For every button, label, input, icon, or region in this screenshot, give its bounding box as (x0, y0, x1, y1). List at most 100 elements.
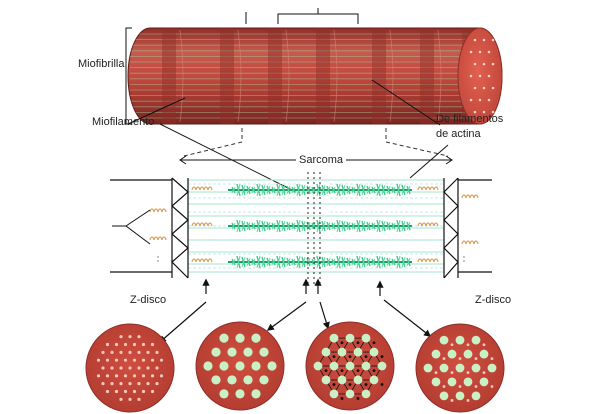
myofibril-stripes (130, 28, 500, 124)
myofibril-band (220, 28, 234, 124)
zoom-dashed-lines (183, 128, 449, 157)
myosin-dot (251, 361, 261, 371)
myosin-head (281, 220, 286, 232)
overlap-myosin-dot (337, 375, 347, 385)
overlap-myosin-dot (329, 333, 339, 343)
overlap-myosin-dot (447, 349, 457, 359)
z-disc-left (110, 177, 189, 279)
actin-dot (114, 358, 119, 362)
myosin-head (331, 258, 336, 266)
overlap-myosin-dot (439, 363, 449, 373)
myofibril-band-line (389, 29, 394, 123)
overlap-myosin-dot (313, 361, 323, 371)
myosin-head (396, 219, 401, 233)
myosin-head (371, 222, 376, 230)
overlap-actin-dot (340, 369, 344, 372)
myosin-dot (267, 361, 277, 371)
myosin-dot (211, 375, 221, 385)
myosin-dot (219, 389, 229, 399)
cross-section-arrows (158, 299, 432, 343)
overlap-myosin-dot (471, 335, 481, 345)
actin-dot (137, 382, 141, 386)
myosin-head (321, 220, 326, 232)
actin-dot (123, 389, 128, 394)
myosin-head (386, 185, 391, 195)
myofibril-end-dot (482, 86, 486, 90)
overlap-actin-dot (332, 383, 336, 386)
actin-dot (159, 374, 164, 378)
myosin-head (361, 220, 366, 232)
myosin-head (331, 186, 336, 194)
overlap-myosin-dot (361, 333, 371, 343)
myosin-head (266, 185, 271, 195)
myosin-head (361, 184, 366, 196)
myosin-dot (219, 333, 229, 343)
actin-dot (159, 358, 164, 362)
myosin-head (381, 220, 386, 232)
actin-dot (155, 382, 159, 386)
overlap-myosin-dot (361, 361, 371, 371)
actin-dot (150, 389, 155, 394)
myosin-head (231, 222, 236, 230)
overlap-myosin-dot (439, 335, 449, 345)
overlap-actin-dot (490, 357, 494, 361)
myosin-head (321, 256, 326, 268)
actin-dot (128, 366, 132, 370)
myosin-head (266, 257, 271, 267)
myosin-head (336, 219, 341, 233)
overlap-actin-dot (434, 371, 438, 374)
titin-spring (191, 222, 213, 227)
overlap-myosin-dot (377, 361, 387, 371)
titin-spring (149, 208, 167, 213)
actin-dot (132, 358, 137, 362)
actin-dot (105, 389, 110, 394)
actin-dot (123, 342, 128, 347)
overlap-actin-dot (466, 399, 470, 402)
myosin-head (391, 186, 396, 194)
myofibril-end-dots (469, 38, 495, 114)
myosin-head (246, 221, 251, 231)
actin-dot (155, 366, 159, 370)
myofibril-band (316, 28, 330, 124)
titin-spring (417, 222, 439, 227)
overlap-myosin-dot (345, 333, 355, 343)
myosin-head (386, 221, 391, 231)
myosin-head (271, 222, 276, 230)
overlap-myosin-dot (369, 375, 379, 385)
myofibril-end-dot (482, 38, 486, 42)
actin-dot (150, 342, 155, 347)
myosin-head (231, 186, 236, 194)
overlap-myosin-dot (455, 391, 465, 401)
myosin-head (261, 220, 266, 232)
overlap-actin-dot (348, 355, 352, 359)
myosin-head (301, 256, 306, 268)
actin-label-line2: de actina (436, 128, 481, 140)
overlap-myosin-dot (329, 389, 339, 399)
actin-dot (132, 342, 137, 347)
myosin-head (386, 257, 391, 267)
myofibril-end-dot (491, 110, 495, 114)
myofibril-end-dot (473, 62, 477, 66)
m-line (307, 172, 321, 284)
myosin-dot (243, 347, 253, 357)
overlap-actin-dot (380, 383, 384, 386)
cross-section-actin-only (85, 323, 175, 413)
titin-spring (461, 240, 479, 245)
overlap-myosin-dot (321, 375, 331, 385)
myosin-head (321, 184, 326, 196)
actin-dot (114, 389, 119, 394)
myosin-head (276, 183, 281, 197)
myosin-head (331, 222, 336, 230)
actin-dot (119, 382, 123, 386)
overlap-actin-dot (356, 369, 360, 372)
actin-dot (101, 350, 105, 354)
myosin-head (246, 185, 251, 195)
overlap-myosin-dot (321, 347, 331, 357)
myosin-head (391, 258, 396, 266)
actin-dot (128, 382, 132, 386)
overlap-myosin-dot (369, 347, 379, 357)
myosin-head (271, 186, 276, 194)
actin-dot (105, 358, 110, 362)
myosin-head (336, 255, 341, 269)
myofibril-end-dot (469, 74, 473, 78)
